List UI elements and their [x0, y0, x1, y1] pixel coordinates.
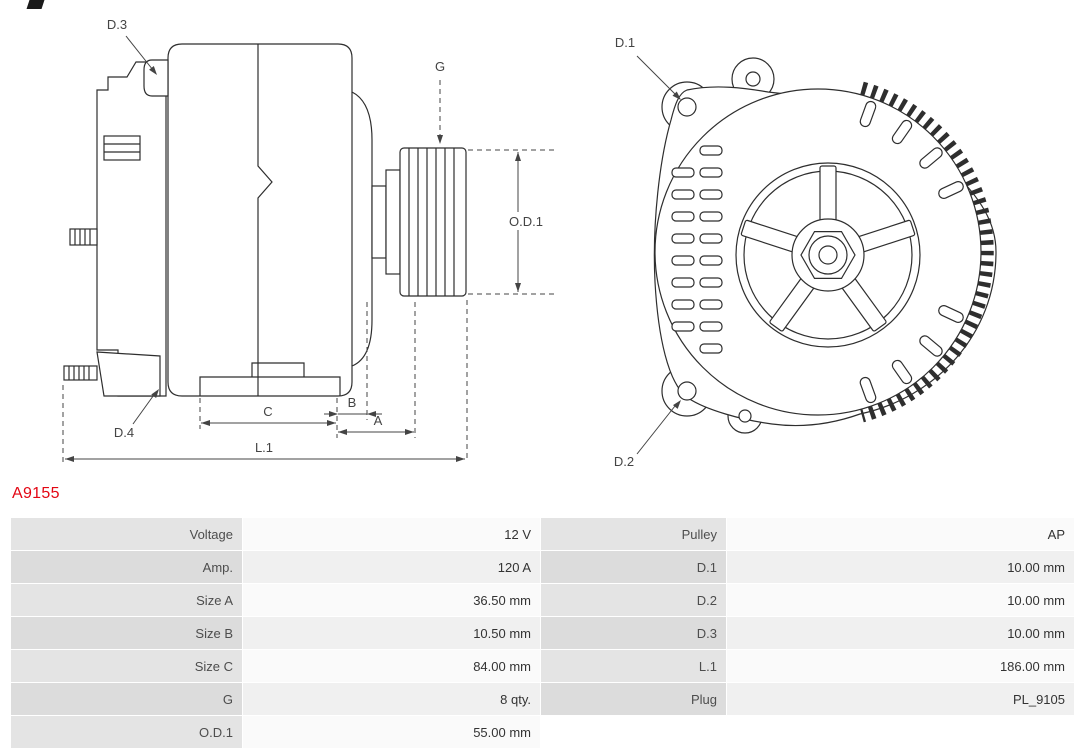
vent-slots-left: [671, 145, 723, 354]
serrated-rim: [860, 81, 994, 423]
spec-cell-label-left: Amp.: [11, 551, 242, 583]
dimension-l1: L.1: [65, 440, 465, 462]
side-view-drawing: D.3 D.4 G O.D.1: [62, 17, 556, 462]
dimension-od1: O.D.1: [468, 149, 556, 295]
spec-cell-value-right: 10.00 mm: [727, 617, 1074, 649]
dim-label-d1: D.1: [615, 35, 635, 50]
mounting-lug: [63, 351, 161, 397]
spec-cell-label-left: G: [11, 683, 242, 715]
dim-label-d2: D.2: [614, 454, 634, 469]
spec-cell-label-left: Size A: [11, 584, 242, 616]
terminal-stud: [69, 228, 98, 246]
spec-cell-label-right: [541, 716, 726, 748]
bolt-hole-d2: [677, 381, 697, 401]
spec-cell-value-right: [727, 716, 1074, 748]
alternator-rear-housing: [96, 61, 167, 397]
spec-cell-label-right: Pulley: [541, 518, 726, 550]
technical-diagram: D.3 D.4 G O.D.1: [62, 17, 997, 469]
dimension-a: A: [338, 413, 414, 435]
dim-label-c: C: [263, 404, 272, 419]
spec-cell-value-left: 84.00 mm: [243, 650, 540, 682]
spec-cell-value-left: 36.50 mm: [243, 584, 540, 616]
spec-cell-value-right: 186.00 mm: [727, 650, 1074, 682]
dimension-b: B: [324, 395, 382, 417]
bolt-hole-d1: [677, 97, 697, 117]
spec-cell-label-right: L.1: [541, 650, 726, 682]
spec-cell-value-left: 55.00 mm: [243, 716, 540, 748]
mounting-ear-d3: [143, 59, 169, 97]
bolt-hole-bottom: [738, 409, 752, 423]
dim-label-b: B: [348, 395, 357, 410]
dim-label-g: G: [435, 59, 445, 74]
spec-cell-value-right: PL_9105: [727, 683, 1074, 715]
pulley-front: [735, 162, 921, 348]
shaft-washer: [385, 169, 401, 275]
spec-cell-label-right: D.2: [541, 584, 726, 616]
front-view-drawing: D.1 D.2: [614, 35, 997, 469]
spec-cell-label-right: D.1: [541, 551, 726, 583]
spec-cell-value-right: 10.00 mm: [727, 584, 1074, 616]
spec-cell-value-left: 10.50 mm: [243, 617, 540, 649]
spec-cell-label-right: D.3: [541, 617, 726, 649]
vent-slots-radial: [859, 100, 964, 404]
pulley-side: [399, 147, 467, 297]
bolt-hole-top: [745, 71, 761, 87]
dim-label-od1: O.D.1: [509, 214, 543, 229]
spec-cell-label-left: O.D.1: [11, 716, 242, 748]
alternator-front-housing: [167, 43, 373, 397]
spec-cell-value-left: 12 V: [243, 518, 540, 550]
dim-label-d4: D.4: [114, 425, 134, 440]
spec-cell-label-left: Size B: [11, 617, 242, 649]
spec-cell-label-left: Size C: [11, 650, 242, 682]
shaft-spacer: [371, 185, 387, 259]
spec-cell-value-left: 120 A: [243, 551, 540, 583]
spec-cell-value-right: 10.00 mm: [727, 551, 1074, 583]
spec-cell-value-left: 8 qty.: [243, 683, 540, 715]
dimension-c: C: [201, 404, 336, 426]
dim-label-d3: D.3: [107, 17, 127, 32]
part-number: A9155: [12, 485, 60, 502]
dim-label-a: A: [374, 413, 383, 428]
spec-cell-label-right: Plug: [541, 683, 726, 715]
dim-label-l1: L.1: [255, 440, 273, 455]
spec-cell-value-right: AP: [727, 518, 1074, 550]
regulator-detail: [103, 135, 141, 161]
spec-cell-label-left: Voltage: [11, 518, 242, 550]
